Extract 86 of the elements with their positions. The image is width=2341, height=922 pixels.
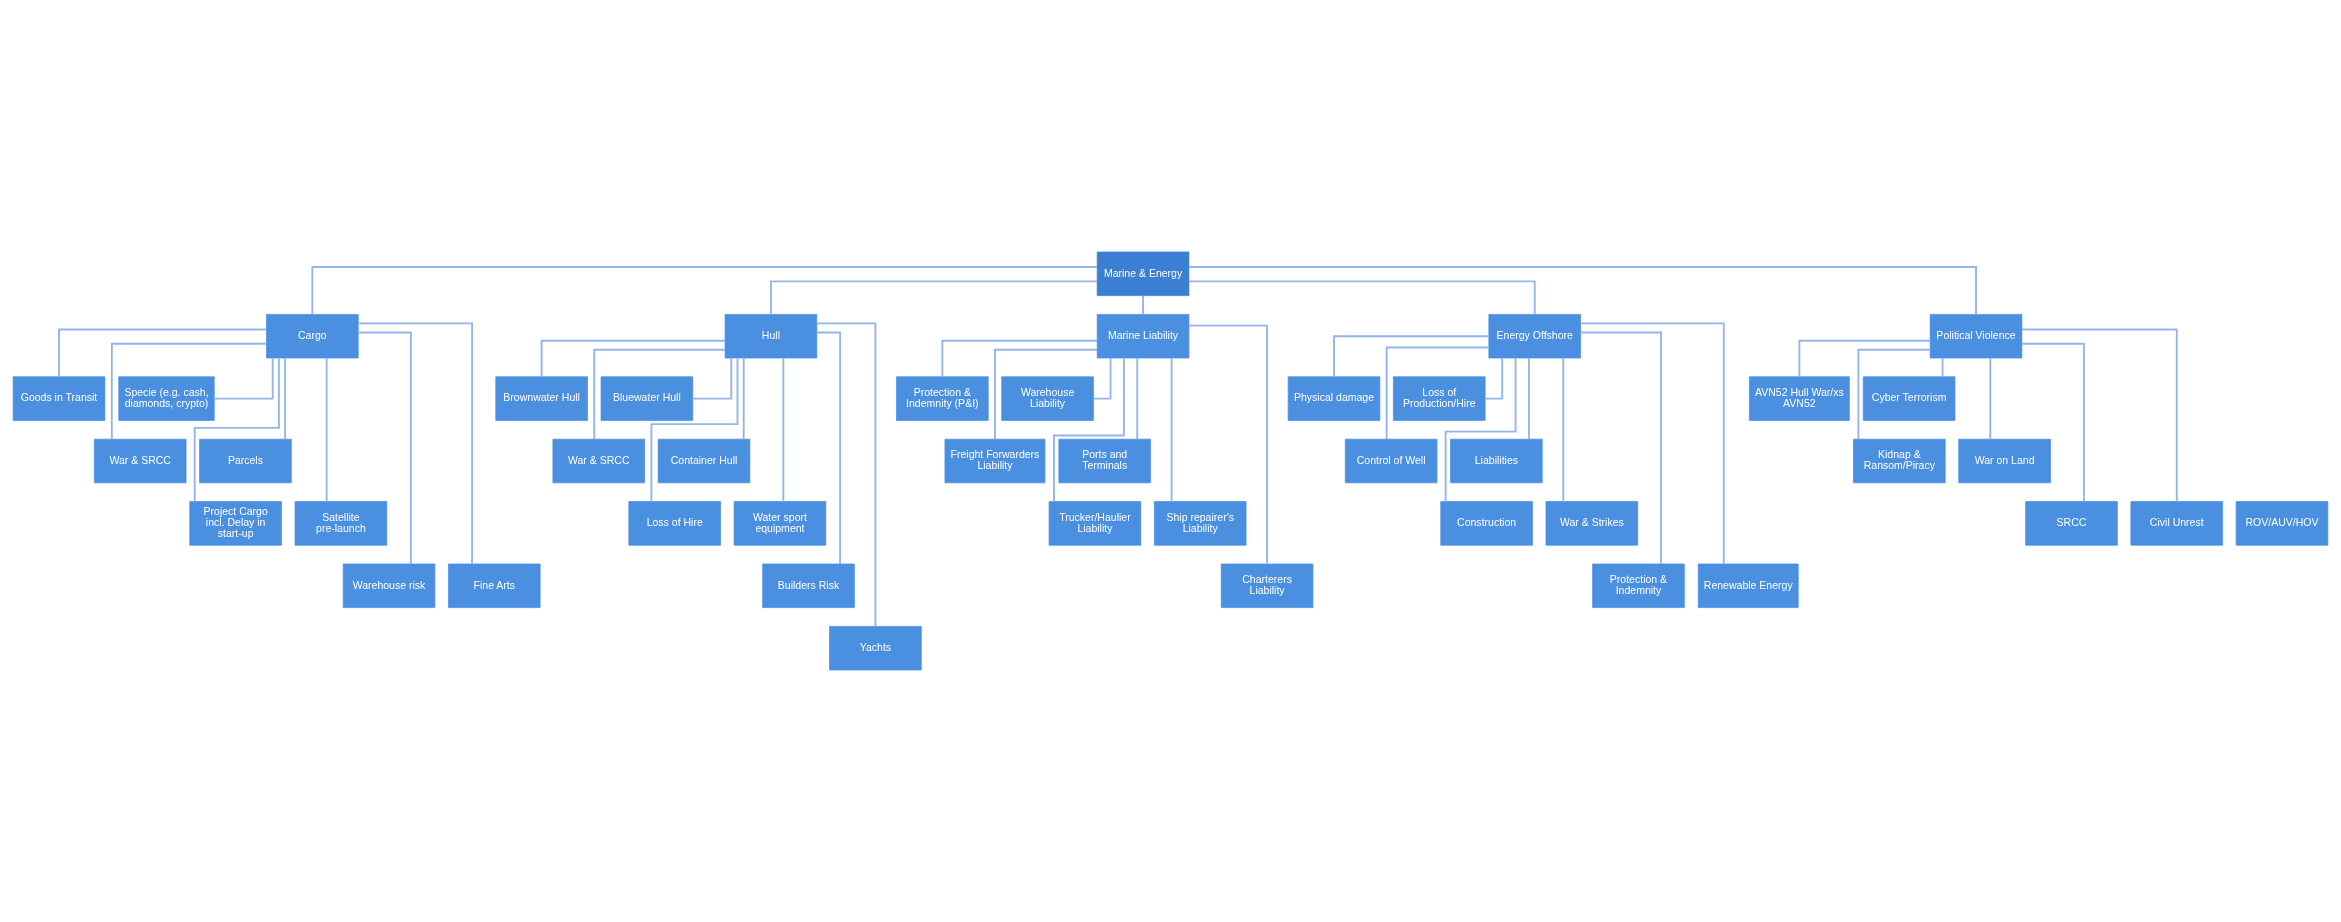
- connector: [1333, 335, 1490, 378]
- connector: [1484, 357, 1504, 400]
- node-box: Renewable Energy: [1697, 563, 1799, 608]
- node-box: Charterers Liability: [1220, 563, 1314, 608]
- connector: [2021, 328, 2178, 503]
- connector: [1989, 357, 1992, 441]
- connector: [1385, 346, 1490, 441]
- connector: [1941, 357, 1944, 378]
- connector: [1136, 357, 1139, 441]
- node-box: Warehouse risk: [342, 563, 436, 608]
- node-box: Protection & Indemnity: [1592, 563, 1685, 608]
- node-box: Water sport equipment: [733, 501, 827, 546]
- node-box: Fine Arts: [448, 563, 541, 608]
- connector: [782, 357, 785, 503]
- node-box: Goods in Transit: [12, 376, 106, 421]
- node-box: Physical damage: [1287, 376, 1381, 421]
- connector: [1053, 357, 1125, 503]
- node-box: Civil Unrest: [2130, 501, 2223, 546]
- connector: [110, 342, 268, 440]
- node-box: War & Strikes: [1545, 501, 1639, 546]
- node-box: Loss of Hire: [628, 501, 721, 546]
- connector: [540, 339, 726, 378]
- node-box: Protection & Indemnity (P&I): [896, 376, 989, 421]
- connector: [1188, 266, 1977, 316]
- connector: [1579, 331, 1662, 565]
- connector: [58, 328, 268, 378]
- node-box: Satellite pre-launch: [294, 501, 388, 546]
- connector: [213, 357, 274, 400]
- node-box: Ship repairer's Liability: [1153, 501, 1247, 546]
- node-box: Yachts: [829, 626, 922, 671]
- node-box: Energy Offshore: [1488, 314, 1581, 359]
- connector: [1579, 322, 1725, 565]
- connector: [284, 357, 287, 441]
- connector: [816, 322, 877, 628]
- node-box: Hull: [724, 314, 818, 359]
- connector: [1092, 357, 1112, 400]
- node-box: Ports and Terminals: [1058, 438, 1151, 484]
- node-box: Builders Risk: [762, 563, 855, 608]
- connector: [311, 266, 1098, 316]
- node-box: Marine Liability: [1096, 314, 1190, 359]
- node-box: Kidnap & Ransom/Piracy: [1853, 438, 1946, 484]
- connector: [357, 331, 412, 565]
- node-box: SRCC: [2025, 501, 2118, 546]
- node-box: War on Land: [1958, 438, 2051, 484]
- node-box: Warehouse Liability: [1001, 376, 1094, 421]
- connector: [815, 331, 842, 565]
- node-box: AVN52 Hull War/xs AVN52: [1749, 376, 1850, 421]
- connector: [941, 339, 1098, 378]
- connector: [742, 357, 745, 441]
- connector: [1562, 357, 1565, 503]
- node-box: Political Violence: [1929, 314, 2023, 359]
- node-box: Construction: [1440, 501, 1533, 546]
- node-box: Liabilities: [1450, 438, 1543, 484]
- node-box: War & SRCC: [93, 438, 187, 484]
- connector: [1142, 294, 1144, 316]
- node-box: Bluewater Hull: [600, 376, 694, 421]
- node-box: War & SRCC: [552, 438, 645, 484]
- connector: [994, 348, 1098, 440]
- connector: [2021, 342, 2085, 503]
- node-box: Parcels: [199, 438, 292, 484]
- connector: [325, 357, 328, 503]
- connector: [593, 348, 726, 440]
- connector: [1798, 339, 1931, 378]
- connector: [1188, 280, 1536, 316]
- node-box: Freight Forwarders Liability: [944, 438, 1046, 484]
- node-box: Loss of Production/Hire: [1393, 376, 1486, 421]
- node-box: Project Cargo incl. Delay in start-up: [189, 501, 282, 546]
- node-box: Brownwater Hull: [495, 376, 588, 421]
- connector: [193, 357, 280, 503]
- connector: [650, 357, 739, 503]
- node-box: Marine & Energy: [1096, 251, 1190, 296]
- connector: [1444, 357, 1517, 503]
- connector: [1527, 357, 1530, 441]
- connector: [770, 280, 1098, 316]
- node-box: Container Hull: [657, 438, 751, 484]
- node-box: Cyber Terrorism: [1862, 376, 1956, 421]
- node-box: Cargo: [266, 314, 359, 359]
- node-box: ROV/AUV/HOV: [2235, 501, 2329, 546]
- node-box: Specie (e.g. cash, diamonds, crypto): [118, 376, 215, 421]
- connector: [357, 322, 474, 565]
- connector: [1857, 348, 1931, 440]
- connector: [691, 357, 733, 400]
- node-box: Trucker/Haulier Liability: [1048, 501, 1142, 546]
- connector: [1188, 324, 1269, 565]
- connector: [1170, 357, 1173, 503]
- node-box: Control of Well: [1344, 438, 1438, 484]
